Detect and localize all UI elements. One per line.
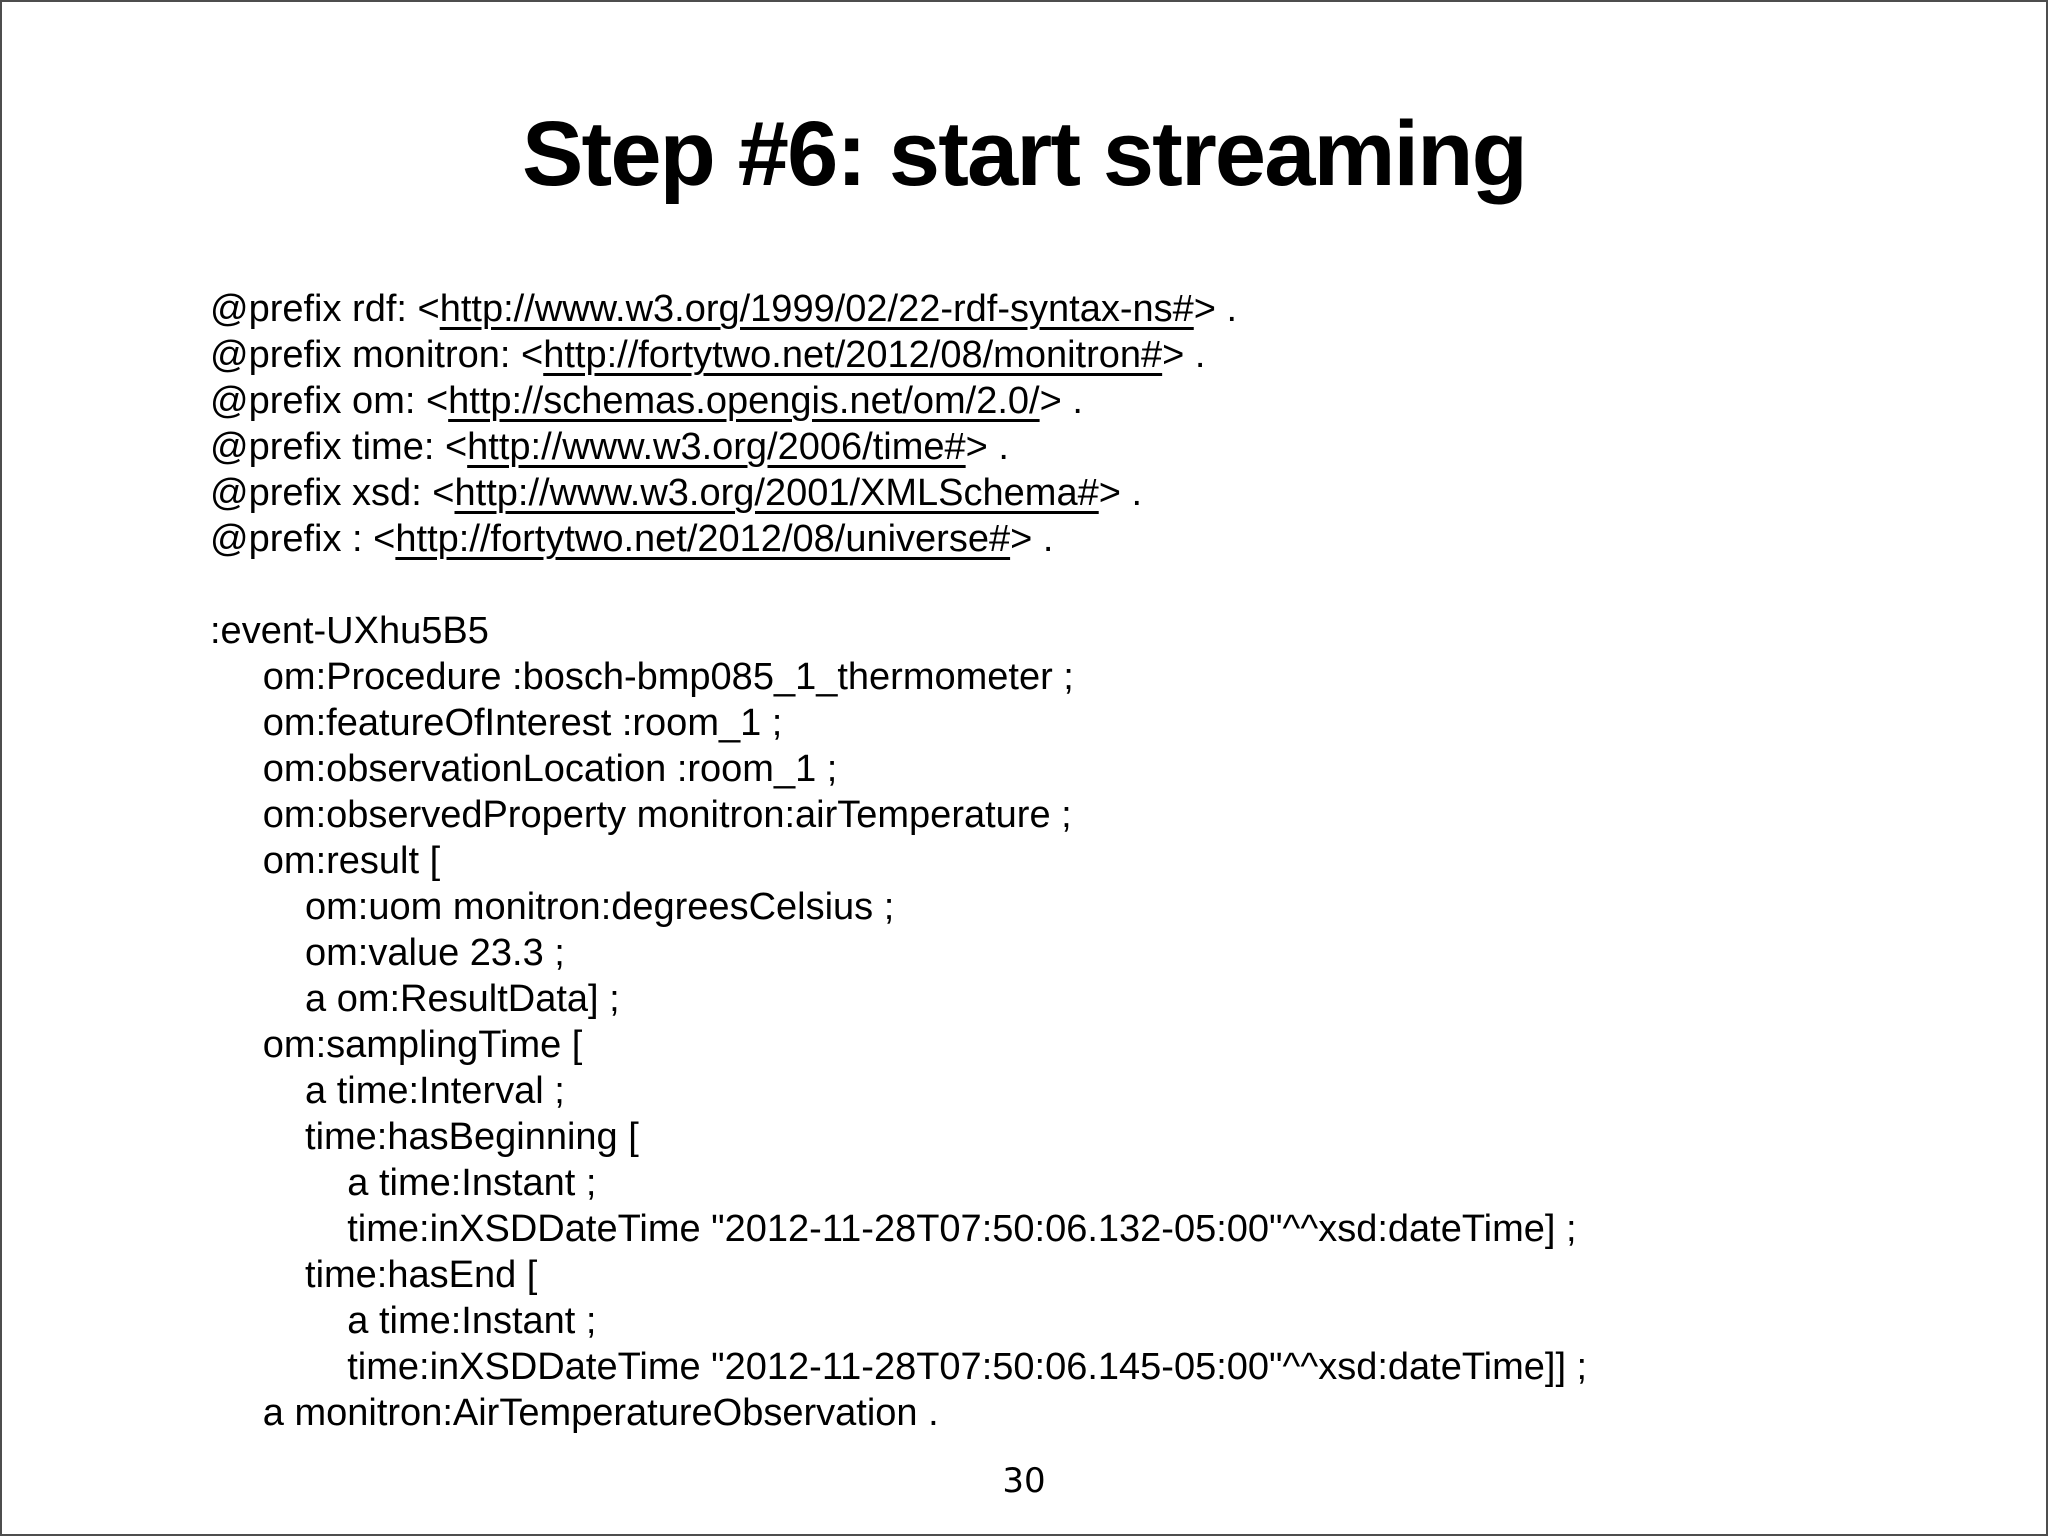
code-line-has-beginning: time:hasBeginning [	[210, 1116, 639, 1158]
prefix-text: @prefix om: <	[210, 380, 449, 422]
prefix-text: @prefix xsd: <	[210, 472, 455, 514]
code-line-observation-location: om:observationLocation :room_1 ;	[210, 748, 838, 790]
prefix-text: > .	[1193, 288, 1238, 330]
code-line-result-open: om:result [	[210, 840, 441, 882]
turtle-code-block: @prefix rdf: <http://www.w3.org/1999/02/…	[210, 286, 1587, 1436]
code-line-begin-instant: a time:Instant ;	[210, 1162, 597, 1204]
prefix-line-xsd: @prefix xsd: <http://www.w3.org/2001/XML…	[210, 470, 1587, 516]
code-line-result-data: a om:ResultData] ;	[210, 978, 620, 1020]
code-line-interval: a time:Interval ;	[210, 1070, 565, 1112]
prefix-text: > .	[1039, 380, 1083, 422]
code-line-feature-of-interest: om:featureOfInterest :room_1 ;	[210, 702, 783, 744]
prefix-text: @prefix monitron: <	[210, 334, 544, 376]
om-namespace-link[interactable]: http://schemas.opengis.net/om/2.0/	[448, 380, 1040, 422]
slide-title: Step #6: start streaming	[522, 103, 1528, 205]
xsd-namespace-link[interactable]: http://www.w3.org/2001/XMLSchema#	[454, 472, 1099, 514]
prefix-text: > .	[1162, 334, 1206, 376]
monitron-namespace-link[interactable]: http://fortytwo.net/2012/08/monitron#	[543, 334, 1163, 376]
code-line-observed-property: om:observedProperty monitron:airTemperat…	[210, 794, 1072, 836]
code-line-end-datetime: time:inXSDDateTime "2012-11-28T07:50:06.…	[210, 1346, 1588, 1388]
code-line-begin-datetime: time:inXSDDateTime "2012-11-28T07:50:06.…	[210, 1208, 1577, 1250]
prefix-line-monitron: @prefix monitron: <http://fortytwo.net/2…	[210, 332, 1587, 378]
prefix-line-rdf: @prefix rdf: <http://www.w3.org/1999/02/…	[210, 286, 1587, 332]
prefix-text: @prefix : <	[210, 518, 396, 560]
code-line-uom: om:uom monitron:degreesCelsius ;	[210, 886, 895, 928]
code-line-procedure: om:Procedure :bosch-bmp085_1_thermometer…	[210, 656, 1074, 698]
prefix-text: > .	[1098, 472, 1143, 514]
prefix-line-time: @prefix time: <http://www.w3.org/2006/ti…	[210, 424, 1587, 470]
code-line-value: om:value 23.3 ;	[210, 932, 565, 974]
prefix-text: @prefix rdf: <	[210, 288, 440, 330]
time-namespace-link[interactable]: http://www.w3.org/2006/time#	[467, 426, 966, 468]
code-line-end-instant: a time:Instant ;	[210, 1300, 597, 1342]
blank-line	[210, 562, 1587, 608]
page-number: 30	[1002, 1461, 1046, 1501]
prefix-text: > .	[1010, 518, 1054, 560]
prefix-text: @prefix time: <	[210, 426, 468, 468]
code-line-has-end: time:hasEnd [	[210, 1254, 538, 1296]
code-line-event-subject: :event-UXhu5B5	[210, 610, 489, 652]
code-line-sampling-time-open: om:samplingTime [	[210, 1024, 583, 1066]
rdf-namespace-link[interactable]: http://www.w3.org/1999/02/22-rdf-syntax-…	[439, 288, 1194, 330]
code-line-observation-type: a monitron:AirTemperatureObservation .	[210, 1392, 939, 1434]
prefix-text: > .	[965, 426, 1009, 468]
prefix-line-default: @prefix : <http://fortytwo.net/2012/08/u…	[210, 516, 1587, 562]
universe-namespace-link[interactable]: http://fortytwo.net/2012/08/universe#	[395, 518, 1011, 560]
prefix-line-om: @prefix om: <http://schemas.opengis.net/…	[210, 378, 1587, 424]
